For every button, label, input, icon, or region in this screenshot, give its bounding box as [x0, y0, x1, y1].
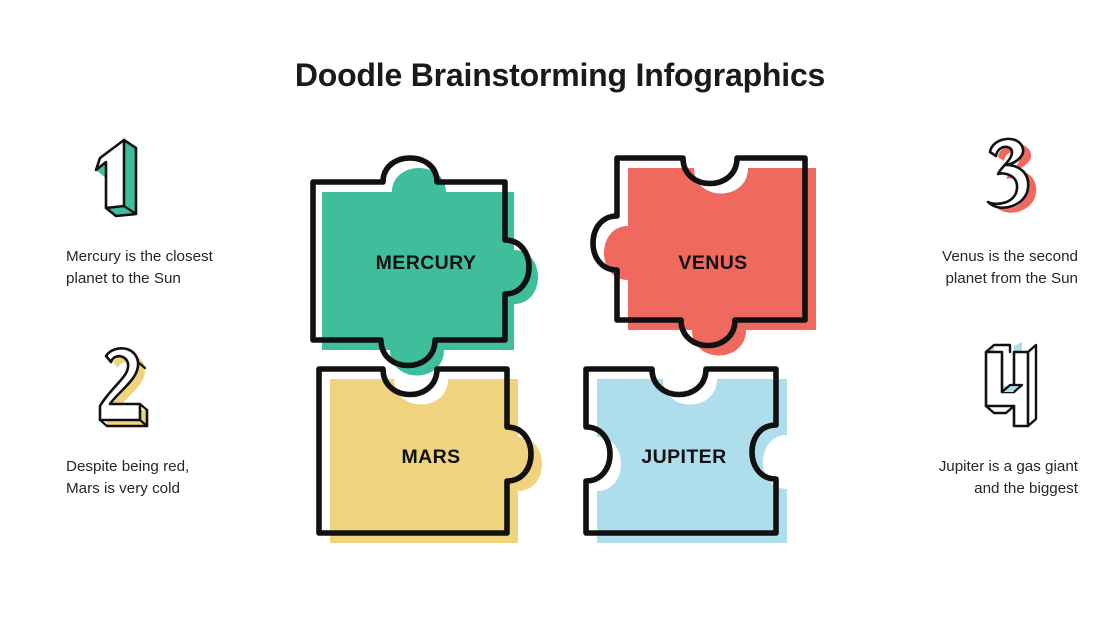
info-item-2-description: Despite being red, Mars is very cold: [66, 458, 190, 497]
puzzle-piece-venus[interactable]: VENUS: [593, 158, 816, 356]
puzzle-graphic: MERCURY VENUS MARS JUPITER: [298, 128, 826, 553]
page-title: Doodle Brainstorming Infographics: [294, 57, 826, 93]
doodle-number-3-icon: [866, 128, 1078, 224]
doodle-number-2-icon: [66, 338, 278, 434]
puzzle-piece-mars[interactable]: MARS: [319, 369, 542, 543]
puzzle-piece-jupiter[interactable]: JUPITER: [586, 369, 787, 543]
puzzle-piece-venus-label: VENUS: [678, 252, 747, 274]
puzzle-piece-jupiter-label: JUPITER: [641, 446, 726, 468]
info-item-3: Venus is the second planet from the Sun: [866, 128, 1078, 289]
info-item-4: Jupiter is a gas giant and the biggest: [866, 338, 1078, 499]
doodle-number-4-icon: [866, 338, 1078, 434]
info-item-1: Mercury is the closest planet to the Sun: [66, 128, 278, 289]
info-item-3-description: Venus is the second planet from the Sun: [942, 248, 1078, 287]
info-item-1-description: Mercury is the closest planet to the Sun: [66, 248, 213, 287]
puzzle-piece-mercury-label: MERCURY: [376, 252, 477, 274]
info-item-2: Despite being red, Mars is very cold: [66, 338, 278, 499]
info-item-4-description: Jupiter is a gas giant and the biggest: [938, 458, 1078, 497]
puzzle-piece-mars-label: MARS: [401, 446, 460, 468]
doodle-number-1-icon: [66, 128, 278, 224]
puzzle-piece-mercury[interactable]: MERCURY: [313, 158, 538, 376]
